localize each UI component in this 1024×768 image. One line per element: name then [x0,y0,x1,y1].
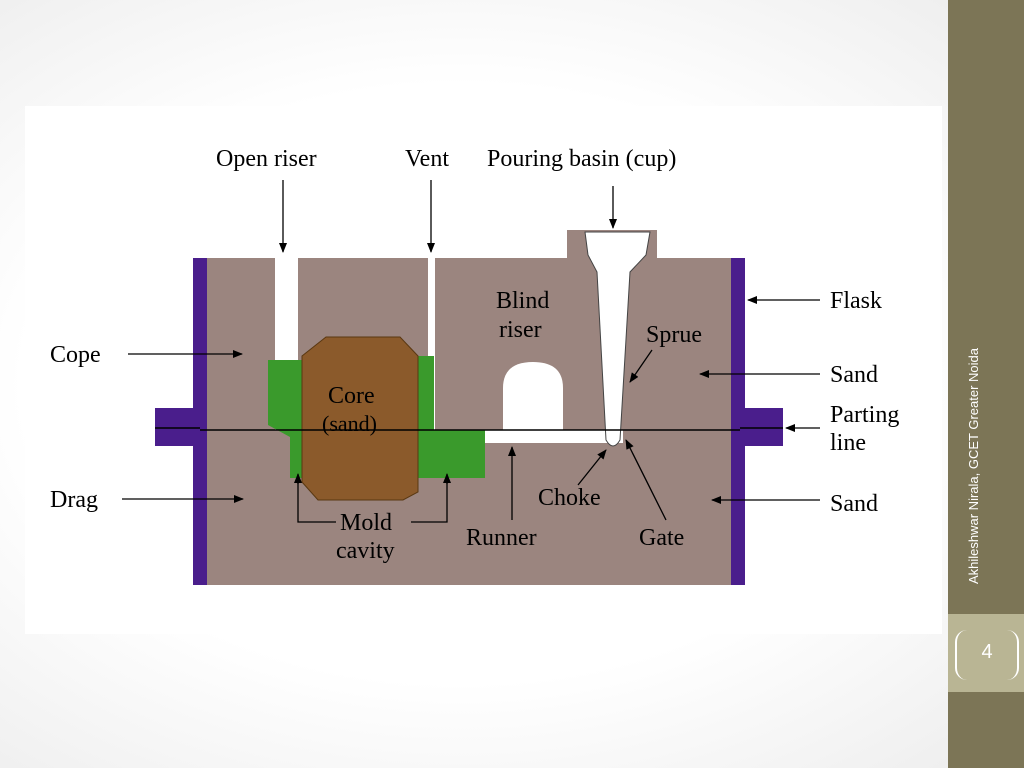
blind-riser-cavity [503,362,563,430]
page-number-bracket [955,630,1019,680]
label-runner: Runner [466,525,537,551]
open-riser-channel [279,256,297,360]
choke-arrow [577,449,607,486]
label-vent: Vent [405,146,449,172]
mold-cavity [268,356,485,478]
gate-arrow [625,439,667,521]
label-core-2: (sand) [322,411,377,436]
label-flask: Flask [830,288,882,314]
label-mold-cavity-2: cavity [336,538,395,564]
leader-arrows [122,180,820,523]
pouring-basin-cup [584,231,651,447]
label-open-riser: Open riser [216,146,317,172]
mold-cavity-left [268,360,302,478]
label-blind-riser-2: riser [499,317,542,343]
core-sand [301,336,419,501]
flask-wall-left [193,258,207,585]
label-pouring-basin: Pouring basin (cup) [487,146,676,172]
cope-sand-left [195,258,275,430]
label-parting-line-1: Parting [830,402,899,428]
mold-cavity-bracket-right [411,478,448,523]
label-drag: Drag [50,487,98,513]
label-choke: Choke [538,485,601,511]
sprue-arrow [629,349,653,383]
flask-pin-right [740,408,783,446]
gating-system [279,231,651,447]
label-mold-cavity-1: Mold [340,510,392,536]
label-sand-upper: Sand [830,362,878,388]
page-number: 4 [981,641,993,663]
label-sprue: Sprue [646,322,702,348]
mold-cavity-bracket [297,478,336,523]
vent-channel [428,256,434,356]
label-sand-lower: Sand [830,491,878,517]
flask-wall-right [731,258,745,585]
label-parting-line-2: line [830,430,866,456]
cope-sand-right [435,258,745,430]
label-cope: Cope [50,342,101,368]
diagram-labels: Open riser Vent Pouring basin (cup) Blin… [50,146,899,564]
runner-channel [485,430,623,443]
mold-cavity-right [418,356,485,478]
flask-pin-left [155,408,200,446]
label-core-1: Core [328,383,375,409]
flask [155,258,783,585]
label-gate: Gate [639,525,684,551]
label-blind-riser-1: Blind [496,288,549,314]
